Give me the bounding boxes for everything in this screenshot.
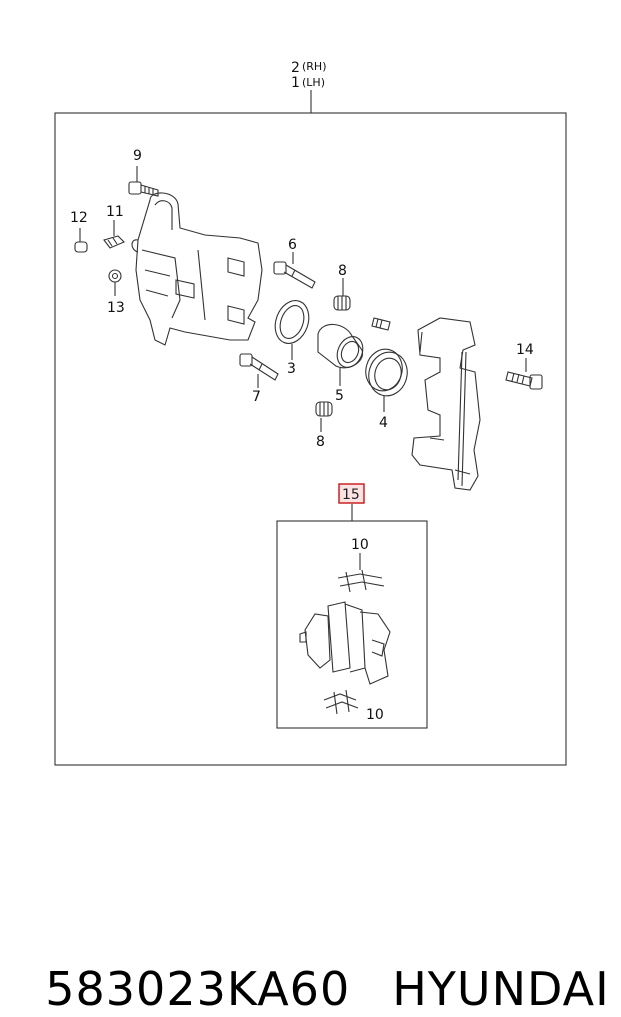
assembly-frame [54,112,567,766]
guide-pin-6 [273,261,316,289]
callout-7: 7 [252,389,261,405]
brake-pads [299,601,391,685]
guide-pin-7 [239,353,279,381]
dust-cap-12 [74,241,88,253]
bleeder-screw-11 [103,235,125,249]
callout-3: 3 [287,361,296,377]
header-lh-number: 1 [291,75,300,91]
brand-name: HYUNDAI [392,962,610,1016]
callout-14: 14 [516,342,534,358]
header-lh-side: (LH) [302,76,325,89]
piston-5 [317,323,364,369]
piston-seal-3 [274,300,310,344]
callout-8-top: 8 [338,263,347,279]
header-rh-side: (RH) [302,60,327,73]
part-number: 583023KA60 [45,962,351,1016]
bolt-9 [128,181,159,197]
callout-13: 13 [107,300,125,316]
dust-boot-4 [365,348,408,397]
callout-11: 11 [106,204,124,220]
boot-8-bottom [315,401,333,417]
brake-caliper-exploded-diagram: 2 (RH) 1 (LH) 9 12 11 13 6 8 3 7 5 8 4 1… [54,60,567,766]
nut-13 [108,269,122,283]
bushing [371,317,391,331]
caliper-body [131,192,263,346]
callout-8-bottom: 8 [316,434,325,450]
callout-10-top: 10 [351,537,369,553]
callout-10-bottom: 10 [366,707,384,723]
caliper-carrier-bracket [411,317,481,491]
callout-12: 12 [70,210,88,226]
caption: 583023KA60 HYUNDAI [14,908,610,1016]
callout-6: 6 [288,237,297,253]
bolt-14 [505,371,543,390]
header-rh-number: 2 [291,60,300,76]
callout-15: 15 [342,487,360,503]
boot-8-top [333,295,351,311]
anti-rattle-spring-10-bottom [323,689,359,715]
callout-9: 9 [133,148,142,164]
callout-4: 4 [379,415,388,431]
callout-5: 5 [335,388,344,404]
anti-rattle-spring-10-top [337,569,385,593]
highlight-box-15 [338,483,365,504]
